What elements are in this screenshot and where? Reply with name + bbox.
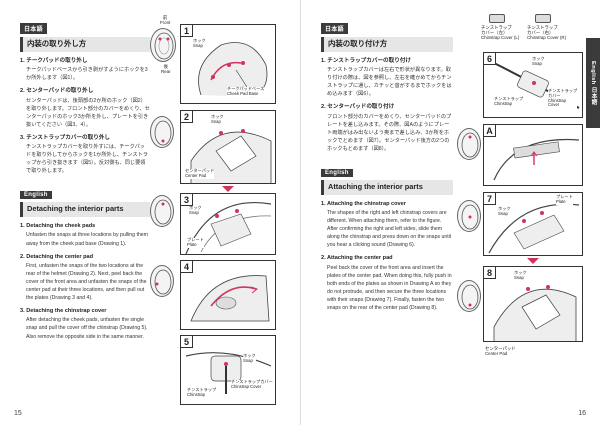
instruction-body: チンストラップカバーは左右で形状が異なります。取り付けの際は、図を参照し、左右を… <box>327 67 452 98</box>
step-arrow <box>527 258 539 264</box>
instruction-body: チークパッドベースから引き剥がすようにホックを3か所外します（図1）。 <box>26 67 148 82</box>
right-page: 日本語 内装の取り付け方 1. チンストラップカバーの取り付けチンストラップカバ… <box>300 0 600 425</box>
en-section-title: Detaching the interior parts <box>20 202 150 218</box>
chinstrap-cover-left-icon <box>489 14 505 23</box>
instruction-body: After detaching the cheek pads, unfasten… <box>26 317 148 340</box>
en-language-tag: English <box>20 191 52 200</box>
instruction-heading: 3. Detaching the chinstrap cover <box>20 308 107 315</box>
language-side-tab: English 日本語 <box>586 38 600 128</box>
instruction-body: フロント部分のカバーをめくり、センターパッドのプレートを差し込みます。その際、図… <box>327 113 452 152</box>
drawing-number: A <box>484 125 496 137</box>
instruction-heading: 2. センターパッドの取り付け <box>321 104 395 111</box>
instruction-heading: 3. チンストラップカバーの取り外し <box>20 134 111 141</box>
instruction-heading: 2. Detaching the center pad <box>20 253 94 260</box>
helmet-front-diagram <box>457 128 481 160</box>
page-number: 15 <box>14 410 22 417</box>
jp-language-tag: 日本語 <box>20 23 47 34</box>
helmet-side-diagram <box>150 265 174 297</box>
left-text-column: 日本語 内装の取り外し方 1. チークパッドの取り外しチークパッドベースから引き… <box>20 18 150 341</box>
chinstrap-cover-right-icon <box>535 14 551 23</box>
instruction-body: The shapes of the right and left chinstr… <box>327 210 452 249</box>
jp-instruction-list: 1. チークパッドの取り外しチークパッドベースから引き剥がすようにホックを3か所… <box>20 58 150 175</box>
helmet-center-pad-diagram <box>150 116 174 148</box>
helmet-front-diagram <box>150 195 174 227</box>
instruction-body: Unfasten the snaps at three locations by… <box>26 232 148 247</box>
drawing-number: 2 <box>181 111 193 123</box>
drawing-number: 8 <box>484 267 496 279</box>
drawing-4-panel: 4 <box>180 260 276 330</box>
page-number: 16 <box>578 410 586 417</box>
instruction-body: センターパッドは、後頭部の2か所のホック（図2）を取り外します。フロント部分のカ… <box>26 97 150 128</box>
instruction-heading: 2. Attaching the center pad <box>321 255 393 262</box>
jp-instruction-list: 1. チンストラップカバーの取り付けチンストラップカバーは左右で形状が異なります… <box>321 58 453 153</box>
instruction-heading: 1. チンストラップカバーの取り付け <box>321 57 412 64</box>
jp-section-title: 内装の取り付け方 <box>321 37 453 52</box>
en-language-tag: English <box>321 168 353 177</box>
drawing-number: 4 <box>181 261 193 273</box>
instruction-heading: 2. センターパッドの取り外し <box>20 88 94 95</box>
right-text-column: 日本語 内装の取り付け方 1. チンストラップカバーの取り付けチンストラップカバ… <box>321 18 453 312</box>
jp-language-tag: 日本語 <box>321 23 348 34</box>
drawing-number: 5 <box>181 336 193 348</box>
instruction-body: First, unfasten the snaps of the two loc… <box>26 262 147 302</box>
instruction-body: Peel back the cover of the front area an… <box>327 264 452 311</box>
drawing-number: 1 <box>181 25 193 37</box>
step-arrow <box>222 186 234 192</box>
drawing-number: 6 <box>484 53 496 65</box>
instruction-heading: 1. Detaching the cheek pads <box>20 223 96 230</box>
helmet-top-view-diagram <box>150 28 176 62</box>
jp-section-title: 内装の取り外し方 <box>20 37 150 52</box>
instruction-body: チンストラップカバーを取り外すには、チークパッドを取り外してからホックを1か所外… <box>26 144 148 175</box>
instruction-heading: 1. Attaching the chinstrap cover <box>321 200 406 207</box>
drawing-number: 7 <box>484 193 496 205</box>
chinstrap-cover-left-label: チンストラップカバー（左）Chinstrap Cover (L) <box>481 25 520 41</box>
drawing-number: 3 <box>181 194 193 206</box>
helmet-center-diagram <box>457 200 481 232</box>
instruction-heading: 1. チークパッドの取り外し <box>20 57 88 64</box>
en-section-title: Attaching the interior parts <box>321 179 453 195</box>
helmet-rear-diagram <box>457 280 481 312</box>
left-page: 日本語 内装の取り外し方 1. チークパッドの取り外しチークパッドベースから引き… <box>14 15 276 417</box>
drawing-a-panel: A <box>483 124 583 186</box>
chinstrap-cover-right-label: チンストラップカバー（右）Chinstrap Cover (R) <box>527 25 567 41</box>
